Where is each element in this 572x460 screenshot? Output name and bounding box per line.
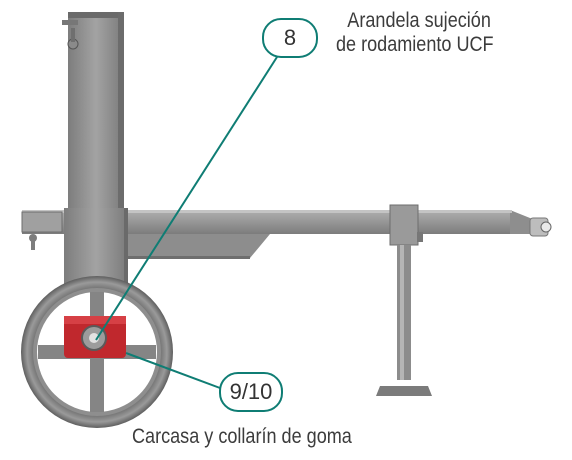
description-8-line1: Arandela sujeción [347, 9, 491, 32]
callout-number-9-10: 9/10 [229, 379, 273, 404]
bearing-housing [64, 316, 126, 358]
description-8-line2: de rodamiento UCF [336, 33, 494, 56]
left-clamp [21, 211, 63, 250]
callout-description-8: Arandela sujeción de rodamiento UCF [336, 9, 494, 57]
jack-stand [376, 204, 432, 396]
top-lock-pin [62, 20, 79, 50]
callout-description-9-10: Carcasa y collarín de goma [132, 425, 352, 448]
leader-line-910 [125, 352, 221, 389]
callout-badge-8: 8 [262, 18, 318, 58]
leader-line-8 [95, 56, 278, 341]
hitch-eye [529, 217, 552, 237]
callout-badge-9-10: 9/10 [219, 372, 283, 412]
callout-number-8: 8 [283, 25, 297, 50]
